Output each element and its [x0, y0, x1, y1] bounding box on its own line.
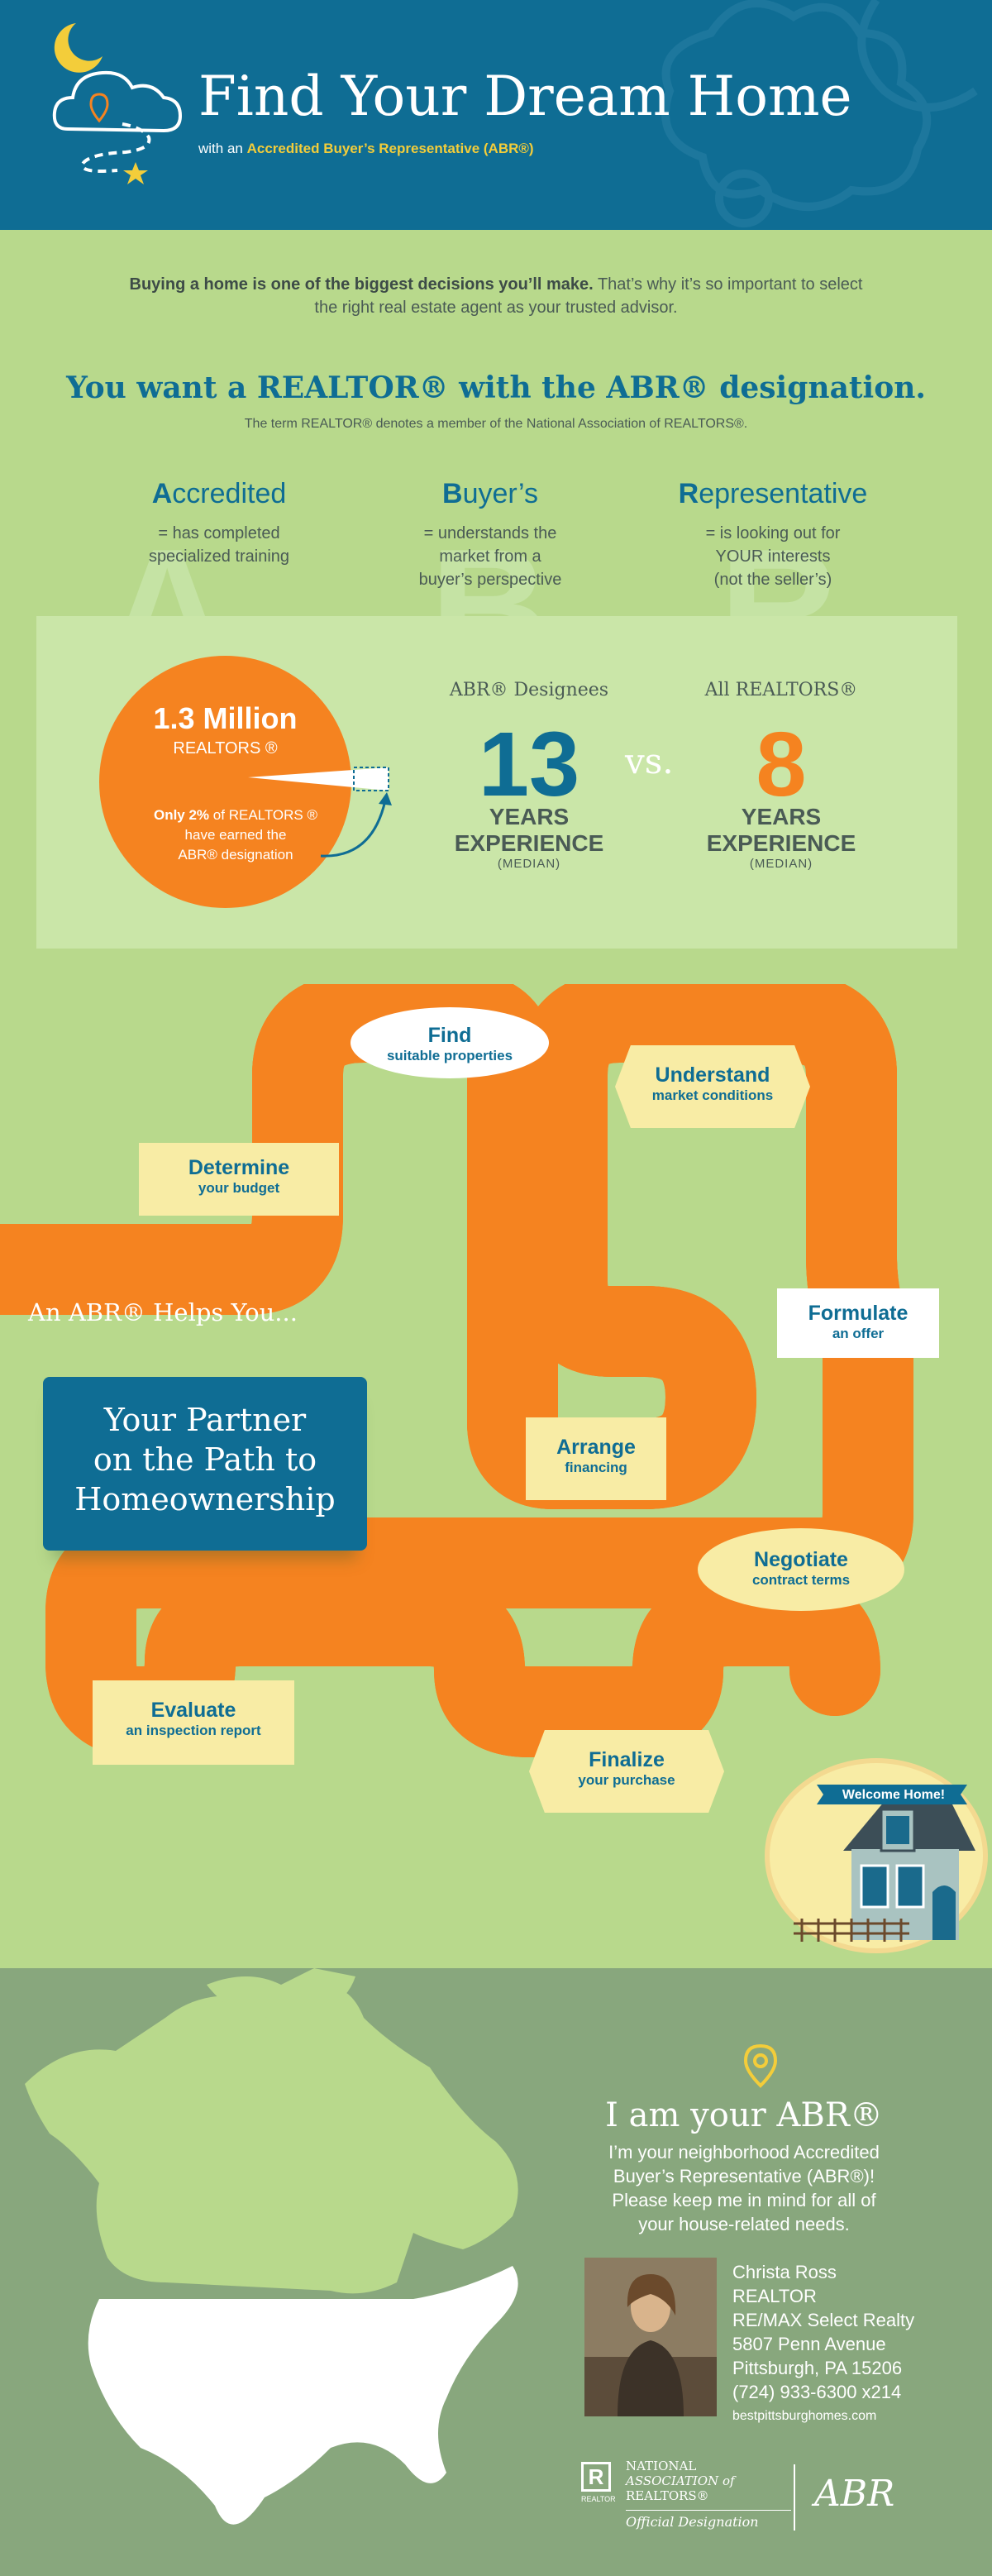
- location-pin-icon: [89, 93, 109, 123]
- abr-logo: ABR: [814, 2473, 895, 2515]
- realtors-label: REALTORS ®: [173, 739, 278, 758]
- welcome-home-label: Welcome Home!: [842, 1788, 946, 1802]
- designation-headline: You want a REALTOR® with the ABR® design…: [66, 370, 926, 405]
- header-banner: Find Your Dream Home with an Accredited …: [0, 0, 992, 230]
- agent-contact: Christa Ross REALTOR RE/MAX Select Realt…: [732, 2260, 914, 2428]
- agent-name: Christa Ross: [732, 2262, 837, 2282]
- slice-arrow-graphic: [248, 767, 392, 858]
- moon-icon: [54, 23, 103, 73]
- logo-divider: [794, 2464, 795, 2531]
- abr-designees-label: ABR® Designees: [449, 680, 609, 700]
- agent-company: RE/MAX Select Realty: [732, 2310, 915, 2330]
- intro-text: Buying a home is one of the biggest deci…: [129, 275, 863, 317]
- header-decoration: [661, 0, 978, 227]
- page-title: Find Your Dream Home: [198, 65, 852, 128]
- north-america-map: [25, 1968, 518, 2525]
- agent-address-line1: 5807 Penn Avenue: [732, 2334, 886, 2354]
- agent-website-link[interactable]: bestpittsburghomes.com: [732, 2409, 877, 2423]
- agent-title: REALTOR: [732, 2286, 817, 2306]
- partner-banner: Your Partner on the Path to Homeownershi…: [43, 1377, 367, 1551]
- agent-photo: [584, 2258, 717, 2416]
- abr-median-label: (MEDIAN): [497, 857, 561, 871]
- realtor-term-note: The term REALTOR® denotes a member of th…: [244, 417, 748, 431]
- house-icon: [794, 1785, 975, 1942]
- agent-phone[interactable]: (724) 933-6300 x214: [732, 2382, 902, 2402]
- realtor-r-icon: R: [581, 2462, 611, 2492]
- agent-address-line2: Pittsburgh, PA 15206: [732, 2358, 903, 2378]
- page-subtitle: with an Accredited Buyer’s Representativ…: [198, 141, 534, 156]
- agent-heading: I am your ABR®: [605, 2096, 883, 2134]
- realtors-count: 1.3 Million: [153, 701, 298, 735]
- all-realtors-label: All REALTORS®: [704, 680, 858, 700]
- agent-section: [0, 1968, 992, 2576]
- star-icon: [123, 162, 148, 184]
- abr-years-value: 13: [478, 714, 580, 815]
- all-years-value: 8: [756, 714, 807, 815]
- versus-label: vs.: [625, 741, 674, 781]
- dream-cloud-icon: [52, 23, 183, 184]
- abr-helps-label: An ABR® Helps You...: [28, 1298, 298, 1326]
- all-median-label: (MEDIAN): [749, 857, 813, 871]
- only-two-percent-note: Only 2% of REALTORS ® have earned the AB…: [153, 807, 318, 863]
- location-pin-icon: [743, 2043, 778, 2088]
